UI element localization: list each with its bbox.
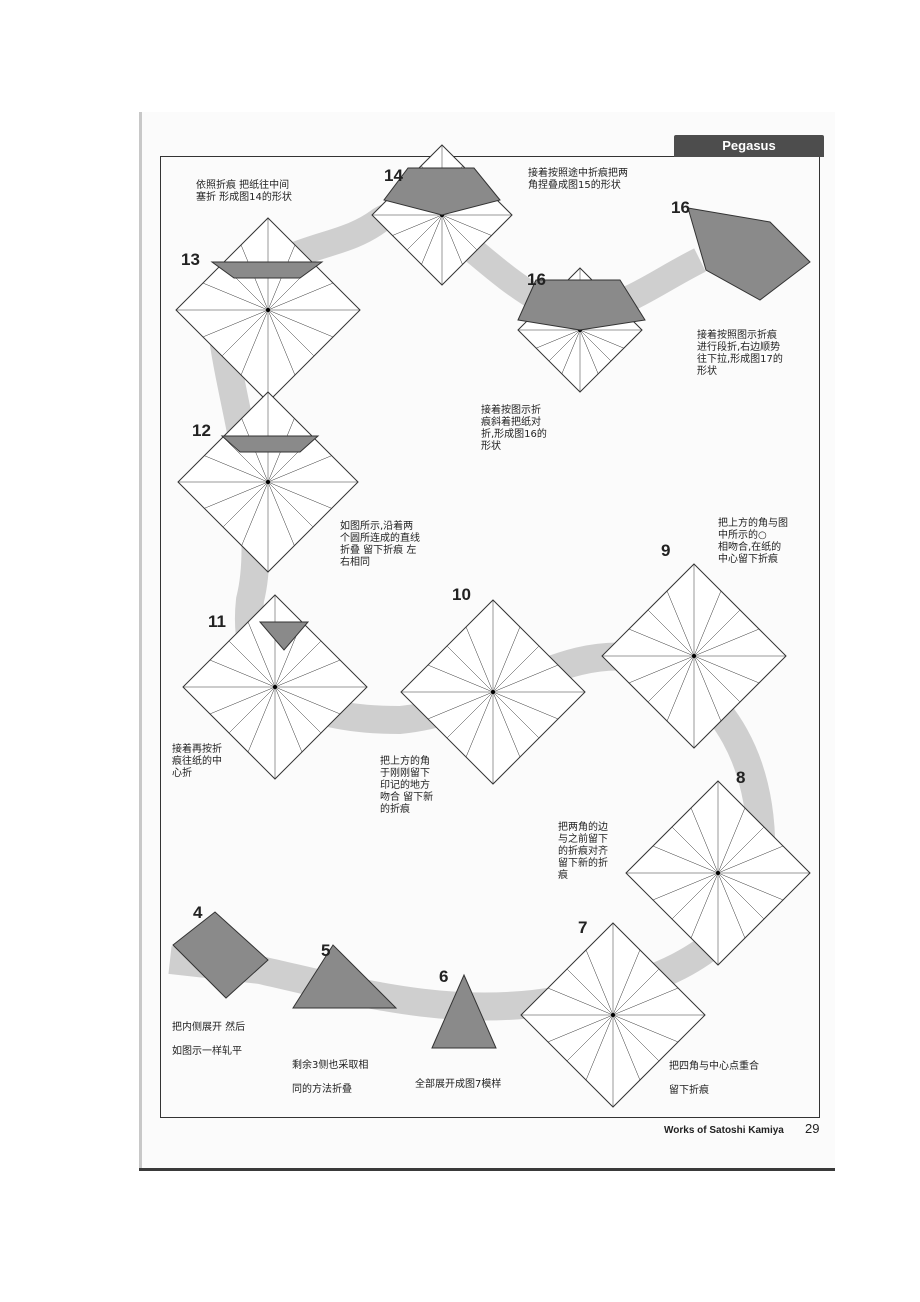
diagram-step-12 [177,391,359,573]
folded-flap [258,621,310,651]
step-number: 9 [661,541,671,560]
step-caption: 同的方法折叠 [292,1084,352,1095]
folded-flap [292,944,398,1009]
step-caption: 把两角的边 与之前留下 的折痕对齐 留下新的折 痕 [558,822,608,881]
diagram-step-8 [625,780,811,966]
diagram-step-7 [520,922,706,1108]
folded-flap [687,207,811,301]
step-caption: 如图所示,沿着两 个圆所连成的直线 折叠 留下折痕 左 右相同 [340,521,420,568]
diagram-step-10 [400,599,586,785]
step-number: 7 [578,918,588,937]
step-caption: 接着按照图示折痕 进行段折,右边顺势 往下拉,形成图17的 形状 [697,330,783,377]
folded-flap [431,973,497,1049]
diagram-step-11 [182,594,368,780]
step-caption: 依照折痕 把纸往中间 塞折 形成图14的形状 [196,180,292,203]
step-number: 12 [192,421,211,440]
step-number: 10 [452,585,471,604]
model-title-tab: Pegasus [674,135,824,157]
step-caption: 接着按照途中折痕把两 角捏叠成图15的形状 [528,168,628,191]
diagram-frame [160,156,820,1118]
folded-flap [383,167,501,216]
footer-book-title: Works of Satoshi Kamiya [664,1125,784,1136]
step-caption: 接着按图示折 痕斜着把纸对 折,形成图16的 形状 [481,405,547,452]
folded-flap [210,261,324,279]
page-edge-bottom [139,1168,835,1171]
page-number: 29 [805,1121,820,1136]
step-number: 8 [736,768,746,787]
folded-flap [172,911,269,999]
step-caption: 把上方的角与图 中所示的○ 相吻合,在纸的 中心留下折痕 [718,518,788,565]
diagram-step-9 [601,563,787,749]
step-number: 4 [193,903,203,922]
step-caption: 剩余3侧也采取相 [292,1060,369,1071]
step-caption: 全部展开成图7模样 [415,1079,502,1090]
step-caption: 接着再按折 痕往纸的中 心折 [172,744,222,779]
step-caption: 把内侧展开 然后 [172,1022,246,1033]
step-number: 16 [671,198,690,217]
step-number: 16 [527,270,546,289]
step-number: 13 [181,250,200,269]
step-number: 11 [208,612,226,631]
step-caption: 把上方的角 于刚刚留下 印记的地方 吻合 留下新 的折痕 [380,756,434,815]
step-caption: 把四角与中心点重合 [669,1061,759,1072]
page-edge-left [139,112,142,1170]
step-caption: 留下折痕 [669,1085,709,1096]
step-number: 6 [439,967,449,986]
folded-flap [517,279,646,331]
step-caption: 如图示一样轧平 [172,1046,242,1057]
folded-flap [220,435,320,453]
step-number: 5 [321,941,331,960]
step-number: 14 [384,166,403,185]
